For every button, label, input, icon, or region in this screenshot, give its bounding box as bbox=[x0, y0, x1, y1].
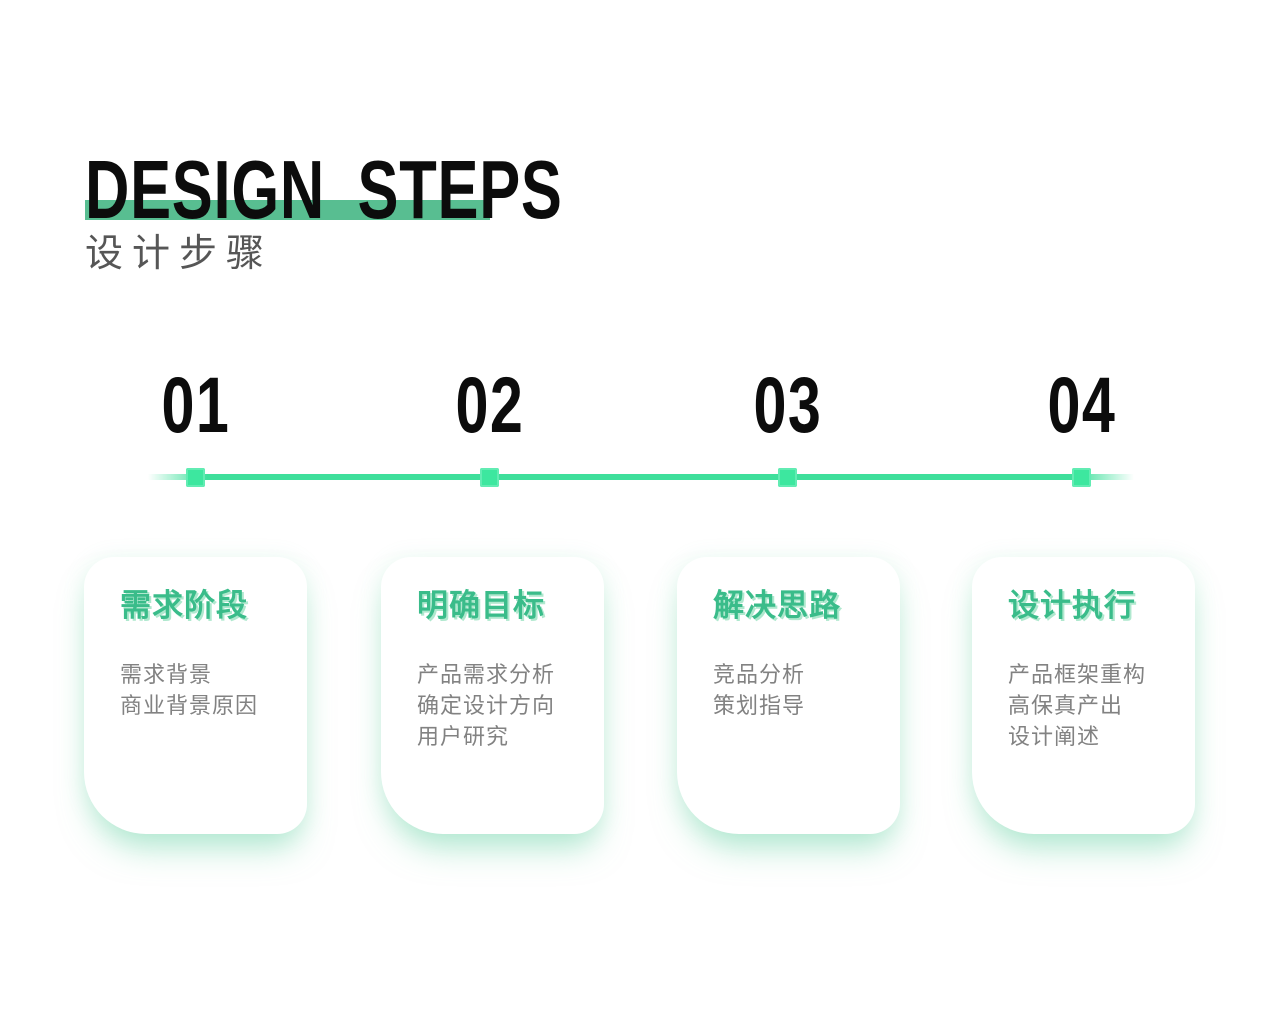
step-number-01: 01 bbox=[161, 360, 231, 449]
card-title: 解决思路 bbox=[713, 588, 841, 623]
card-line: 竞品分析 bbox=[713, 662, 806, 688]
card-line: 用户研究 bbox=[417, 724, 510, 750]
step-number-04: 04 bbox=[1047, 360, 1117, 449]
step-number-03: 03 bbox=[753, 360, 823, 449]
card-line: 产品需求分析 bbox=[417, 662, 556, 688]
card-line: 产品框架重构 bbox=[1008, 662, 1147, 688]
step-number-02: 02 bbox=[455, 360, 525, 449]
timeline-marker-01 bbox=[186, 468, 205, 487]
page-title: DESIGN STEPS bbox=[85, 148, 730, 231]
step-card-clear-goals: 明确目标 产品需求分析 确定设计方向 用户研究 bbox=[381, 557, 604, 834]
timeline-marker-04 bbox=[1072, 468, 1091, 487]
card-body: 产品框架重构 高保真产出 设计阐述 bbox=[1008, 659, 1171, 752]
card-title: 明确目标 bbox=[417, 588, 545, 623]
card-line: 确定设计方向 bbox=[417, 693, 556, 719]
card-body: 产品需求分析 确定设计方向 用户研究 bbox=[417, 659, 580, 752]
step-card-solution-ideas: 解决思路 竞品分析 策划指导 bbox=[677, 557, 900, 834]
page-subtitle: 设计步骤 bbox=[85, 233, 274, 275]
card-line: 策划指导 bbox=[713, 693, 806, 719]
card-line: 商业背景原因 bbox=[120, 693, 259, 719]
title-highlight-bar bbox=[85, 200, 490, 220]
card-body: 需求背景 商业背景原因 bbox=[120, 659, 283, 721]
card-title: 需求阶段 bbox=[120, 588, 248, 623]
card-title: 设计执行 bbox=[1008, 588, 1136, 623]
timeline-line bbox=[148, 474, 1134, 480]
step-card-requirement-phase: 需求阶段 需求背景 商业背景原因 bbox=[84, 557, 307, 834]
page-title-text: DESIGN STEPS bbox=[85, 143, 563, 236]
step-card-design-execution: 设计执行 产品框架重构 高保真产出 设计阐述 bbox=[972, 557, 1195, 834]
card-body: 竞品分析 策划指导 bbox=[713, 659, 876, 721]
timeline-marker-02 bbox=[480, 468, 499, 487]
timeline-marker-03 bbox=[778, 468, 797, 487]
card-line: 需求背景 bbox=[120, 662, 213, 688]
card-line: 高保真产出 bbox=[1008, 693, 1124, 719]
card-line: 设计阐述 bbox=[1008, 724, 1101, 750]
